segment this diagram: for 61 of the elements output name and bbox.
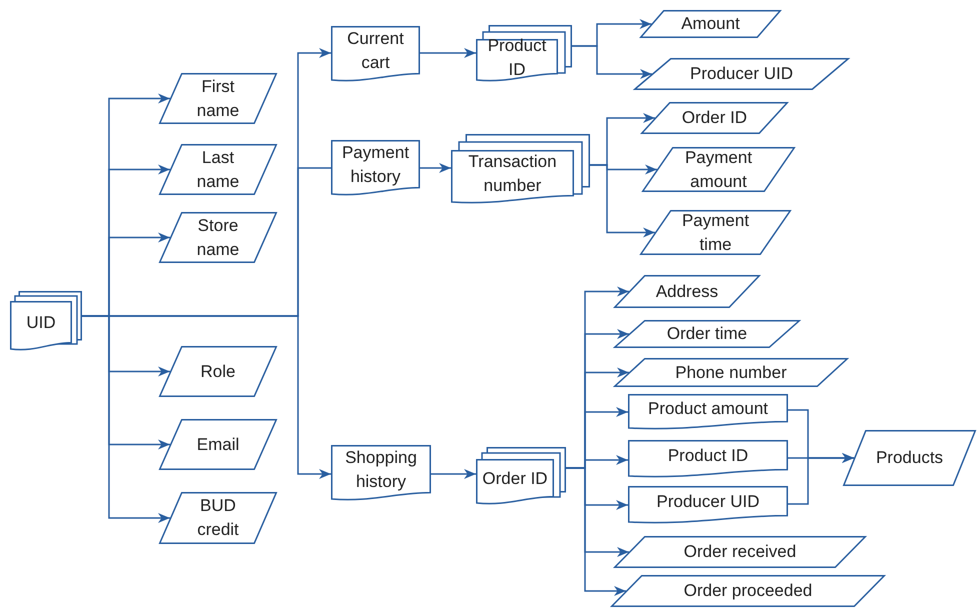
arrow (566, 467, 626, 596)
data-parallelogram (159, 492, 277, 544)
node-text: Payment history (340, 142, 410, 188)
data-parallelogram (640, 210, 791, 255)
node-text: Payment amount (684, 146, 754, 192)
node-text: Order time (666, 323, 748, 345)
node-text: Order proceeded (684, 580, 812, 602)
node-text: Amount (681, 13, 740, 35)
node-text: Email (196, 434, 240, 456)
node-text: UID (26, 312, 56, 334)
data-parallelogram (614, 275, 760, 308)
arrow (420, 163, 451, 173)
document-shape (628, 440, 788, 480)
data-parallelogram (159, 212, 277, 263)
node-text: Product amount (648, 398, 768, 420)
node-text: BUD credit (196, 495, 240, 541)
node-text: Last name (196, 146, 240, 192)
node-text: Order ID (682, 107, 748, 129)
node-text: Product ID (668, 445, 748, 467)
node-text: Order received (684, 541, 796, 563)
data-parallelogram (634, 58, 849, 90)
node-text: Order ID (482, 468, 548, 490)
node-text: Store name (196, 214, 240, 260)
arrow (572, 45, 652, 79)
node-text: Producer UID (656, 491, 760, 513)
data-parallelogram (640, 10, 781, 38)
data-parallelogram (642, 147, 795, 192)
node-text: Phone number (675, 362, 787, 384)
data-parallelogram (843, 430, 976, 486)
data-parallelogram (614, 358, 848, 387)
document-shape (331, 140, 420, 198)
data-parallelogram (159, 73, 277, 124)
stacked-documents (10, 291, 82, 353)
arrow (431, 469, 476, 479)
node-text: Product ID (486, 34, 548, 80)
data-parallelogram (159, 346, 277, 397)
stacked-documents (451, 134, 590, 206)
data-parallelogram (159, 144, 277, 195)
document-shape (331, 445, 431, 503)
data-parallelogram (611, 575, 885, 607)
document-shape (628, 394, 788, 432)
node-text: Producer UID (690, 63, 793, 85)
node-text: Current cart (346, 28, 405, 74)
node-text: Products (876, 447, 944, 469)
document-shape (331, 26, 420, 84)
arrow (788, 453, 854, 505)
node-text: First name (196, 76, 240, 122)
node-text: Shopping history (344, 447, 418, 493)
document-shape (628, 486, 788, 526)
stacked-documents (476, 447, 566, 507)
arrow (420, 48, 476, 58)
data-parallelogram (614, 320, 800, 348)
data-parallelogram (159, 419, 277, 470)
node-text: Role (200, 360, 236, 382)
arrow (590, 164, 655, 238)
node-text: Address (656, 280, 718, 302)
node-text: Payment time (680, 210, 750, 256)
node-text: Transaction number (467, 151, 558, 197)
data-parallelogram (641, 102, 788, 134)
stacked-documents (476, 25, 572, 84)
data-parallelogram (614, 536, 866, 568)
